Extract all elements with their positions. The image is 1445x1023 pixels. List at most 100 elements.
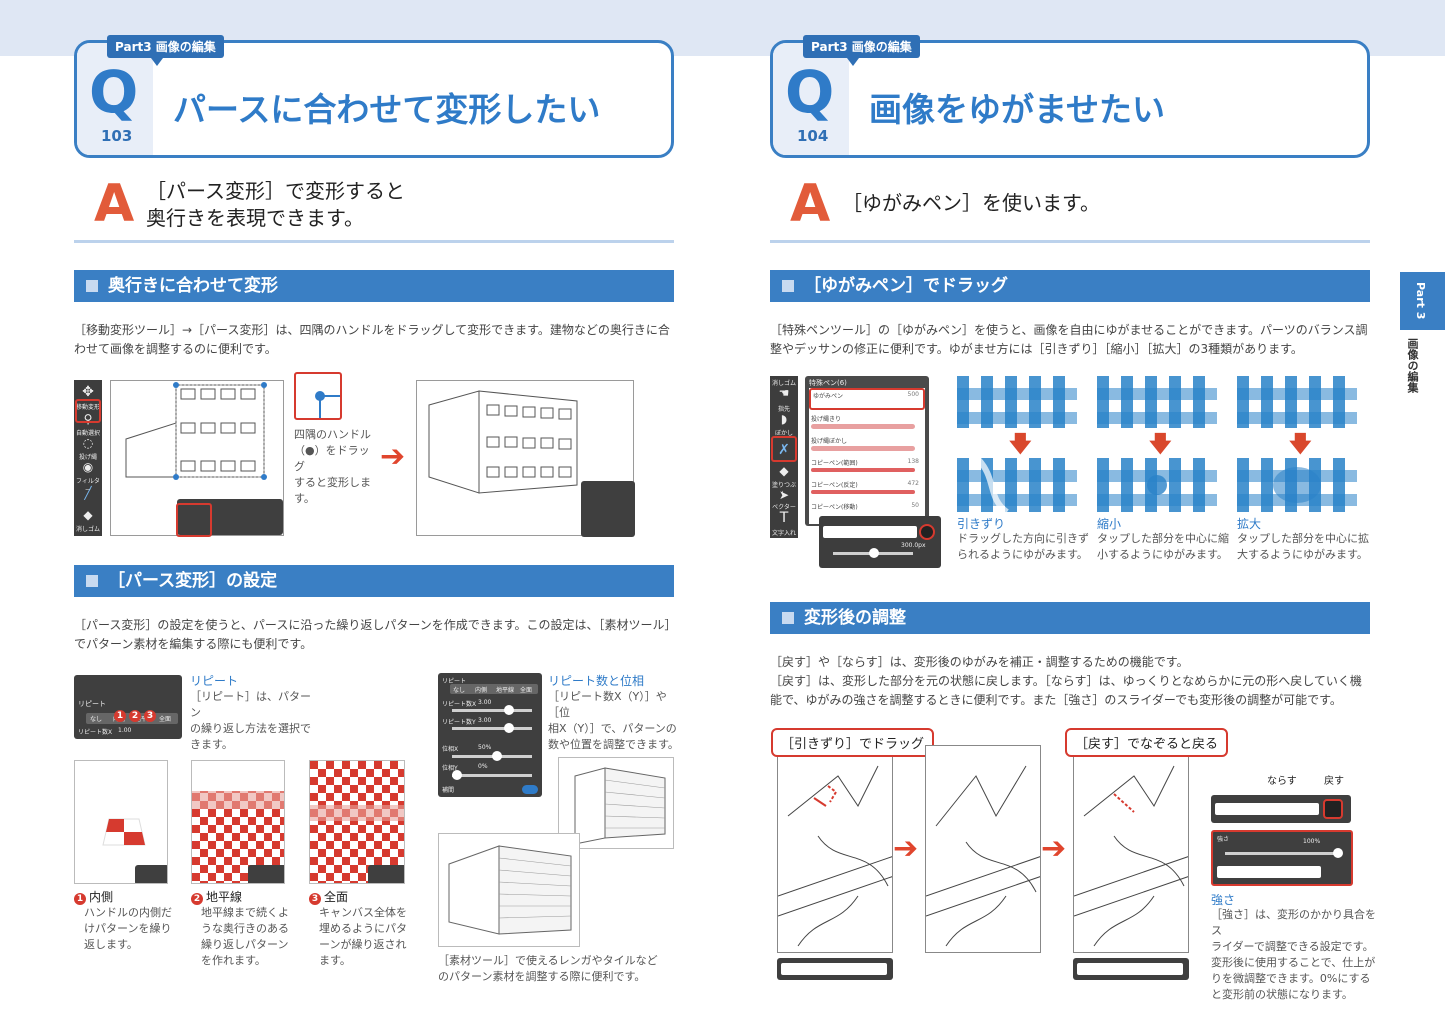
caption-line: の繰り返し方法を選択で — [190, 722, 311, 735]
slider[interactable] — [452, 723, 532, 733]
item-title: 内側 — [89, 890, 114, 904]
brick-icon — [574, 767, 666, 845]
brush-item[interactable]: コピーペン(範囲) 138 — [811, 458, 923, 478]
text-line: ［特殊ペンツール］の［ゆがみペン］を使うと、画像を自由にゆがませることができます… — [770, 323, 1368, 337]
canvas-after — [416, 380, 635, 537]
filter-icon[interactable]: ◉ — [82, 460, 94, 474]
eraser-icon[interactable]: ◆ — [83, 508, 93, 522]
item-text: ドラッグした方向に引きず られるようにゆがみます。 — [957, 531, 1097, 563]
finger-icon[interactable]: ☚ — [778, 386, 790, 400]
arrow-right-icon: ➔ — [893, 831, 919, 866]
divider — [74, 240, 674, 243]
brush-name: 投げ縄ぼかし — [811, 438, 848, 445]
slider-knob[interactable] — [1333, 848, 1343, 858]
blur-icon[interactable]: ◗ — [780, 412, 788, 426]
repeat-segment[interactable]: なし 内側 地平線 全面 — [450, 684, 538, 694]
slider[interactable] — [452, 705, 532, 715]
brush-size: 500 — [907, 391, 919, 398]
side-chapter-label: 画像の編集 — [1406, 338, 1419, 393]
panel-label: リピート — [442, 678, 467, 685]
slider-knob[interactable] — [452, 770, 462, 780]
caption-line: きます。 — [190, 738, 233, 751]
mode-segment[interactable] — [1077, 963, 1183, 975]
brush-item[interactable]: 投げ縄きり — [811, 414, 923, 434]
mode-bar — [777, 958, 893, 980]
vector-icon[interactable]: ➤ — [778, 488, 790, 502]
repeat-option[interactable]: 全面 — [520, 687, 533, 694]
brush-item-selected[interactable]: ゆがみペン 500 — [809, 388, 925, 410]
repeat-option[interactable]: 地平線 — [496, 687, 515, 694]
caption-line: キャンバス全体を — [319, 906, 407, 919]
repeat-option[interactable]: 全面 — [159, 716, 172, 723]
tool-label: ぼかし — [774, 430, 793, 437]
plaid-expand — [1237, 458, 1357, 512]
repeat-option[interactable]: なし — [453, 687, 466, 694]
caption-line: ーンが繰り返され — [319, 938, 407, 951]
mode-segment[interactable] — [823, 526, 917, 538]
caption-line: 小するようにゆがみます。 — [1097, 548, 1228, 561]
brick-sample-2 — [438, 833, 580, 947]
line-art — [778, 765, 892, 947]
lasso-icon[interactable]: ◌ — [82, 436, 94, 450]
size-slider[interactable] — [833, 548, 913, 558]
building-sketch — [125, 382, 267, 480]
mode-toggle[interactable] — [919, 524, 935, 540]
special-pen-icon[interactable]: ✗ — [778, 442, 790, 458]
row-label: リピート数Y — [442, 719, 476, 726]
strength-slider[interactable] — [1225, 848, 1343, 858]
slider-knob[interactable] — [492, 751, 502, 761]
brush-item[interactable]: 投げ縄ぼかし — [811, 436, 923, 456]
badge: 2 — [191, 893, 203, 905]
slider[interactable] — [452, 770, 532, 780]
transform-panel — [581, 481, 635, 537]
brick-icon — [448, 845, 572, 935]
sample-full — [309, 760, 405, 884]
item-title: 縮小 — [1097, 517, 1122, 531]
slider-knob[interactable] — [504, 723, 514, 733]
sketch-restore — [1073, 745, 1189, 953]
toggle[interactable] — [522, 785, 538, 794]
move-icon[interactable]: ✥ — [82, 384, 94, 400]
badge: 1 — [74, 893, 86, 905]
item-body: ハンドルの内側だ けパターンを繰り 返します。 — [74, 905, 184, 953]
question-box: Q 104 画像をゆがませたい Part3 画像の編集 — [770, 35, 1370, 158]
a-letter-icon: A — [94, 174, 135, 234]
mode-segment[interactable] — [1217, 866, 1321, 878]
mode-segment[interactable] — [781, 963, 887, 975]
highlight-frame — [771, 436, 797, 462]
slider-knob[interactable] — [504, 705, 514, 715]
caption-line: 繰り返しパターン — [201, 938, 289, 951]
slider[interactable] — [452, 751, 532, 761]
caption-line: ハンドルの内側だ — [84, 906, 172, 919]
section-text: ［パース変形］の設定を使うと、パースに沿った繰り返しパターンを作成できます。この… — [74, 616, 684, 654]
wand-icon[interactable]: ⚲ — [83, 412, 93, 426]
row-label: 位相Y — [442, 765, 458, 772]
distort-options: 300.0px — [819, 516, 941, 568]
tool-palette: ✥ 移動変形 ⚲ 自動選択 ◌ 投げ縄 ◉ フィルター ╱ ◆ 消しゴム — [74, 380, 102, 536]
strength-text: ［強さ］は、変形のかかり具合をス ライダーで調整できる設定です。 変形後に使用す… — [1211, 907, 1381, 1003]
repeat-row-label: リピート数X — [78, 729, 113, 736]
restore-button[interactable] — [1323, 799, 1343, 819]
fill-icon[interactable]: ◆ — [779, 464, 789, 478]
note-line: 四隅のハンドル — [294, 428, 371, 441]
brush-item[interactable]: コピーペン(移動) 50 — [811, 502, 923, 522]
text-line: ［戻す］や［ならす］は、変形後のゆがみを補正・調整するための機能です。 — [770, 655, 1189, 669]
pen-icon[interactable]: ╱ — [84, 486, 92, 500]
brush-item[interactable]: コピーペン(反定) 472 — [811, 480, 923, 500]
arrow-down-icon: 🡇 — [1289, 432, 1312, 457]
slider-knob[interactable] — [869, 548, 879, 558]
repeat-option[interactable]: 内側 — [475, 687, 488, 694]
sketch-result — [925, 745, 1041, 953]
size-readout: 300.0px — [901, 542, 926, 549]
a-letter-icon: A — [790, 174, 831, 234]
strength-label: 強さ — [1217, 836, 1230, 843]
repeat-option[interactable]: なし — [90, 716, 103, 723]
mode-segment[interactable] — [1215, 803, 1319, 815]
caption-line: 返します。 — [84, 938, 138, 951]
repeat-option[interactable]: 地平線 — [135, 716, 154, 723]
badge: 2 — [129, 710, 141, 722]
text-icon[interactable]: T — [779, 510, 789, 526]
text-line: ［パース変形］の設定を使うと、パースに沿った繰り返しパターンを作成できます。この… — [74, 618, 677, 632]
text-line: でパターン素材を編集する際にも便利です。 — [74, 637, 313, 651]
